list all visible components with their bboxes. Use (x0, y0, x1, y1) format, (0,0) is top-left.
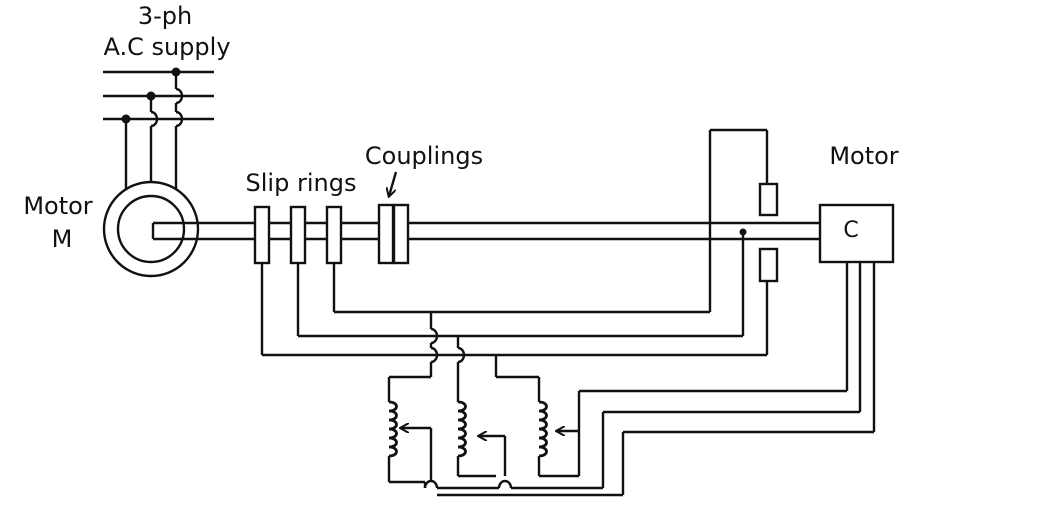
couplings-label: Couplings (365, 142, 483, 170)
resistor-leads (389, 312, 541, 402)
couplings-arrow (389, 171, 398, 196)
motor-m (102, 180, 200, 278)
motor-m-label-line1: Motor (23, 192, 92, 220)
motor-c-letter: C (843, 218, 858, 243)
rheostat-1 (387, 377, 433, 484)
rheostat-2 (456, 400, 507, 478)
slip-ring-leads (260, 130, 767, 357)
supply-label-line2: A.C supply (103, 33, 230, 61)
motor-c-return-wiring (423, 262, 876, 497)
three-phase-supply-bus (103, 67, 214, 194)
motor-c: C (818, 203, 895, 264)
slip-rings-label: Slip rings (246, 169, 357, 197)
shaft (151, 221, 820, 241)
slip-rings (253, 205, 343, 265)
couplings (377, 171, 410, 265)
rheostat-3 (537, 400, 581, 478)
tacho-brushes (710, 128, 779, 355)
motor-m-label-line2: M (52, 225, 73, 253)
supply-label-line1: 3-ph (138, 2, 192, 30)
motor-c-label: Motor (829, 142, 898, 170)
